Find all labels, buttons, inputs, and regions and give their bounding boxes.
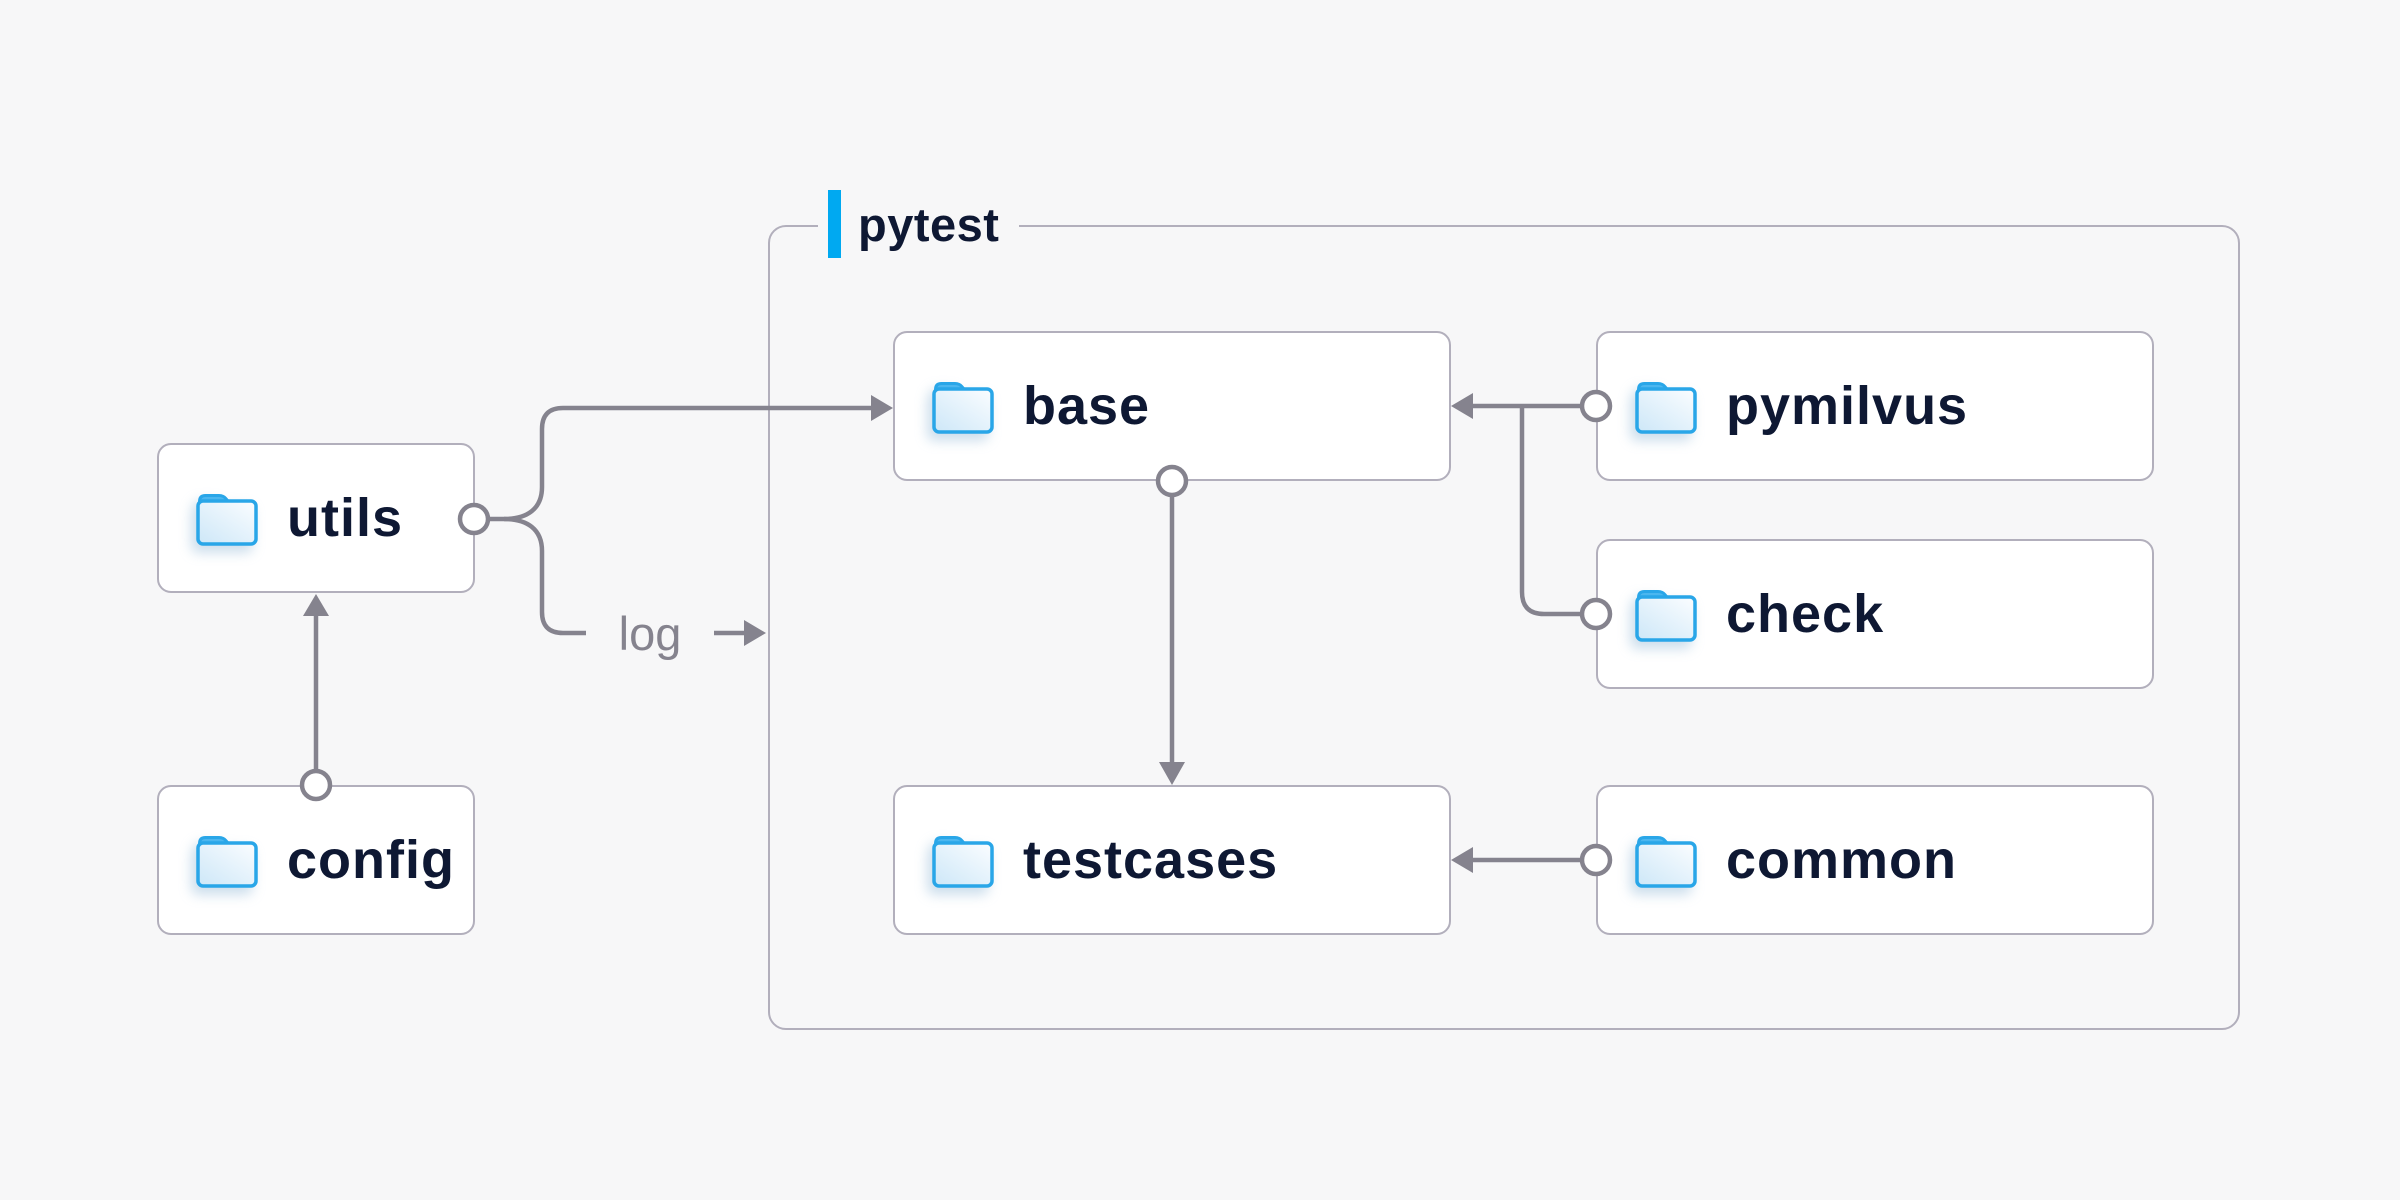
accent-bar: [828, 190, 841, 258]
arrowhead-right-pytest: [744, 620, 766, 646]
node-config: config: [157, 785, 475, 935]
folder-icon: [1634, 377, 1698, 435]
folder-icon: [195, 831, 259, 889]
node-base: base: [893, 331, 1451, 481]
edge-utils-log: [503, 516, 586, 636]
node-pymilvus: pymilvus: [1596, 331, 2154, 481]
node-label: common: [1726, 830, 1958, 890]
node-label: pymilvus: [1726, 376, 1969, 436]
folder-icon: [195, 489, 259, 547]
pytest-container: [768, 225, 2240, 1030]
folder-icon: [1634, 585, 1698, 643]
node-testcases: testcases: [893, 785, 1451, 935]
node-utils: utils: [157, 443, 475, 593]
node-check: check: [1596, 539, 2154, 689]
pytest-container-title: pytest: [858, 197, 1000, 251]
node-label: testcases: [1023, 830, 1279, 890]
node-common: common: [1596, 785, 2154, 935]
folder-icon: [1634, 831, 1698, 889]
edge-label-log: log: [592, 602, 708, 664]
node-label: utils: [287, 488, 404, 548]
folder-icon: [931, 377, 995, 435]
arrowhead-up-utils: [303, 594, 329, 616]
pytest-container-label: pytest: [818, 187, 1020, 261]
node-label: base: [1023, 376, 1151, 436]
folder-icon: [931, 831, 995, 889]
node-label: check: [1726, 584, 1885, 644]
node-label: config: [287, 830, 455, 890]
